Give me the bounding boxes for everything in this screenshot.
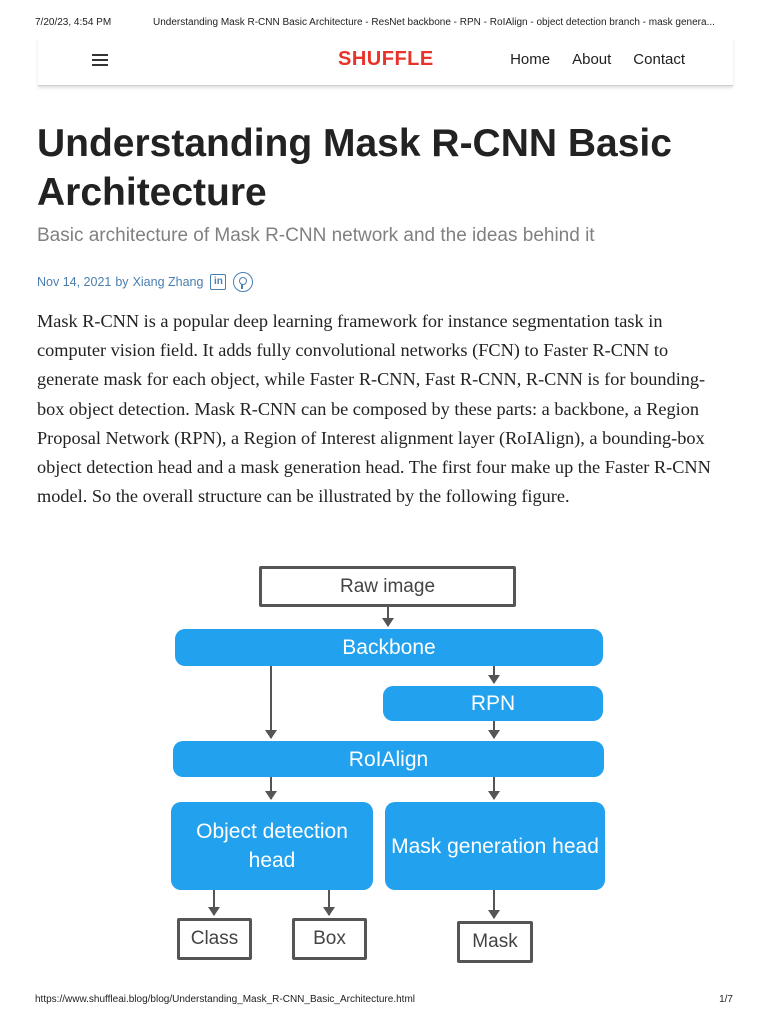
post-meta: Nov 14, 2021 by Xiang Zhang in bbox=[37, 272, 254, 292]
post-by-label: by bbox=[115, 275, 129, 289]
class-output-box: Class bbox=[177, 918, 252, 960]
arrow-roialign-to-object-head bbox=[265, 777, 277, 800]
print-date: 7/20/23, 4:54 PM bbox=[35, 17, 112, 28]
box-output-box: Box bbox=[292, 918, 367, 960]
print-page-number: 1/7 bbox=[719, 994, 733, 1005]
post-title: Understanding Mask R-CNN Basic Architect… bbox=[37, 122, 672, 214]
arrow-object-head-to-class bbox=[208, 890, 220, 916]
nav-link-contact[interactable]: Contact bbox=[633, 51, 685, 68]
hamburger-menu-icon[interactable] bbox=[90, 52, 110, 68]
arrow-backbone-to-roialign bbox=[265, 666, 277, 739]
post-author[interactable]: Xiang Zhang bbox=[132, 275, 204, 289]
arrow-object-head-to-box bbox=[323, 890, 335, 916]
arrow-raw-to-backbone bbox=[382, 607, 394, 627]
arrow-backbone-to-rpn bbox=[488, 666, 500, 684]
navbar: SHUFFLE Home About Contact bbox=[38, 38, 733, 86]
print-page-title: Understanding Mask R-CNN Basic Architect… bbox=[153, 17, 715, 28]
mask-output-box: Mask bbox=[457, 921, 533, 963]
raw-image-box: Raw image bbox=[259, 566, 516, 607]
print-header: 7/20/23, 4:54 PM Understanding Mask R-CN… bbox=[35, 17, 733, 31]
github-icon[interactable] bbox=[233, 272, 254, 292]
rpn-block: RPN bbox=[383, 686, 603, 721]
post-subtitle: Basic architecture of Mask R-CNN network… bbox=[37, 225, 595, 246]
mask-generation-head-block: Mask generation head bbox=[385, 802, 605, 890]
post-date: Nov 14, 2021 bbox=[37, 275, 112, 289]
brand-logo[interactable]: SHUFFLE bbox=[338, 48, 434, 70]
post-body-paragraph: Mask R-CNN is a popular deep learning fr… bbox=[37, 311, 711, 507]
linkedin-icon[interactable]: in bbox=[210, 274, 227, 290]
arrow-roialign-to-mask-head bbox=[488, 777, 500, 800]
print-footer: https://www.shuffleai.blog/blog/Understa… bbox=[35, 994, 733, 1005]
nav-links: Home About Contact bbox=[510, 51, 685, 68]
arrow-mask-head-to-mask bbox=[488, 890, 500, 919]
backbone-block: Backbone bbox=[175, 629, 603, 666]
object-detection-head-block: Object detection head bbox=[171, 802, 373, 890]
arrow-rpn-to-roialign bbox=[488, 721, 500, 739]
nav-link-about[interactable]: About bbox=[572, 51, 612, 68]
roialign-block: RoIAlign bbox=[173, 741, 604, 777]
print-url: https://www.shuffleai.blog/blog/Understa… bbox=[35, 994, 415, 1005]
nav-link-home[interactable]: Home bbox=[510, 51, 551, 68]
